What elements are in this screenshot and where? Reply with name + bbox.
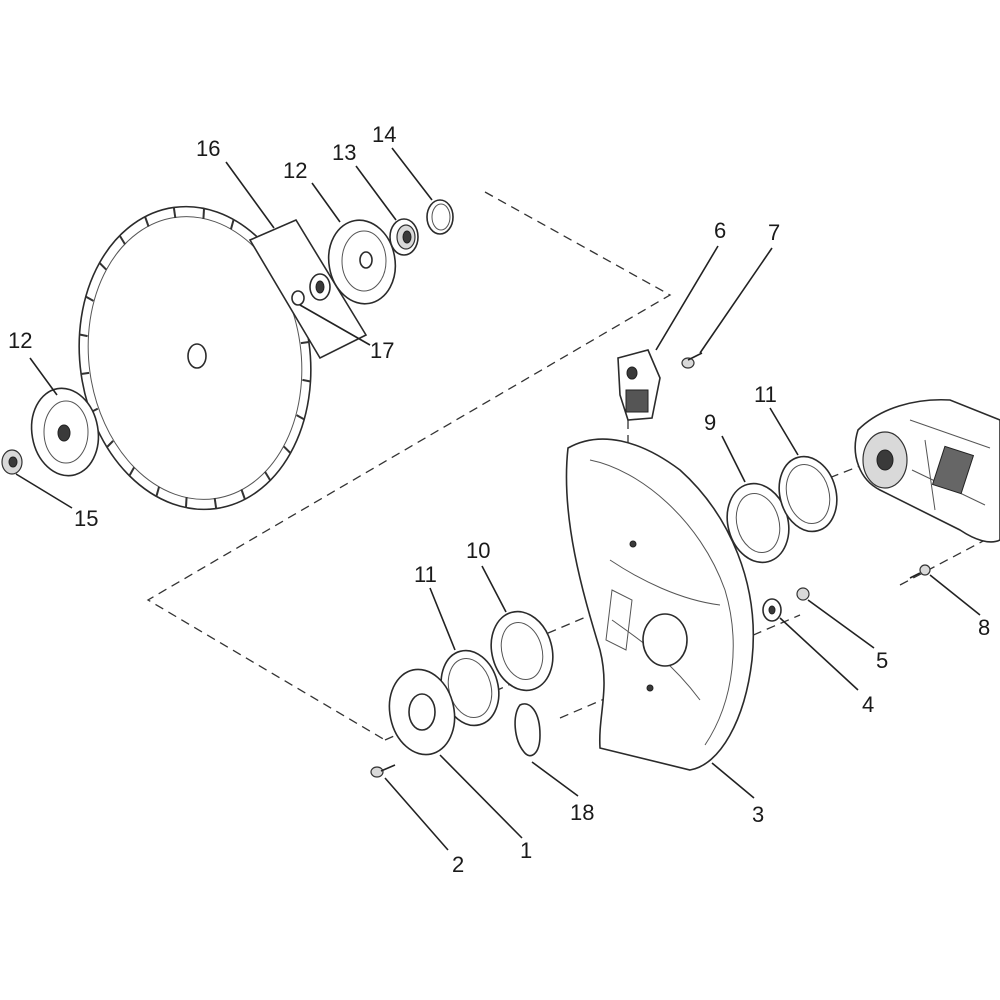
screw-5 [796, 587, 810, 601]
callout-5: 5 [876, 648, 888, 673]
callout-14: 14 [372, 122, 396, 147]
bolt-2 [370, 764, 396, 778]
blade-segment [264, 471, 272, 481]
blade-segment [79, 333, 88, 338]
support-ring-10 [490, 610, 554, 692]
blade-segment [202, 208, 206, 219]
callout-1: 1 [520, 838, 532, 863]
callout-17: 17 [370, 338, 394, 363]
bearing [389, 218, 419, 256]
blade-segment [240, 489, 246, 500]
washer-4 [762, 598, 782, 622]
flange-washer-upper [327, 219, 397, 305]
blade-segment [106, 440, 114, 448]
callout-18: 18 [570, 800, 594, 825]
diamond-blade [78, 205, 312, 511]
blade-segment [98, 262, 107, 271]
blade-bolt [1, 449, 23, 475]
snap-ring [426, 199, 454, 235]
callout-labels: 1 2 3 4 5 6 7 8 9 10 11 11 12 12 13 14 1… [8, 122, 990, 877]
blade-segment [118, 235, 126, 245]
blade-segment [144, 216, 150, 227]
callout-7: 7 [768, 220, 780, 245]
callout-8: 8 [978, 615, 990, 640]
blade-segment [184, 497, 188, 508]
callout-3: 3 [752, 802, 764, 827]
blade-segment [128, 467, 135, 477]
callout-4: 4 [862, 692, 874, 717]
callout-6: 6 [714, 218, 726, 243]
blade-segment [80, 371, 90, 375]
callout-11-right: 11 [754, 382, 777, 407]
cover-plate [388, 668, 456, 756]
screw-7 [681, 352, 703, 369]
callout-9: 9 [704, 410, 716, 435]
callout-13: 13 [332, 140, 356, 165]
callout-16: 16 [196, 136, 220, 161]
blade-segment [85, 295, 94, 302]
flange-washer-left [30, 387, 100, 477]
blade-segment [283, 445, 292, 454]
callout-11-left: 11 [414, 562, 437, 587]
blade-segment [229, 219, 235, 230]
blade-segment [172, 207, 177, 219]
part-16-bearing-kit [248, 218, 368, 360]
leader-lines [15, 147, 981, 851]
guard-handle [617, 349, 661, 421]
cutter-arm [854, 398, 1000, 543]
blade-segment [302, 378, 311, 383]
blade-segment [296, 414, 305, 421]
flap-18 [514, 703, 541, 757]
blade-segment [155, 486, 161, 497]
callout-12-left: 12 [8, 328, 32, 353]
callout-12-upper: 12 [283, 158, 307, 183]
blade-segment [300, 341, 310, 345]
callout-10: 10 [466, 538, 490, 563]
blade-guard [565, 438, 755, 771]
blade-segment [213, 497, 218, 509]
support-ring-11-right [778, 455, 838, 533]
callout-15: 15 [74, 506, 98, 531]
screw-8 [909, 564, 931, 579]
callout-2: 2 [452, 852, 464, 877]
